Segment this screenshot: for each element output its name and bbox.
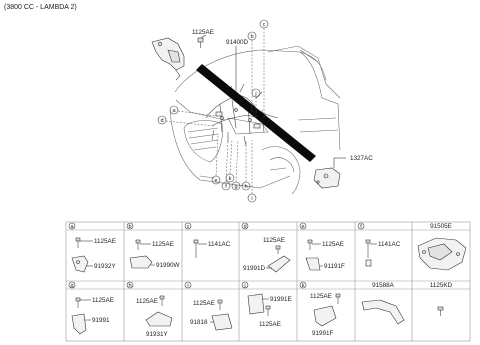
svg-text:1125KD: 1125KD xyxy=(430,282,453,289)
svg-text:j: j xyxy=(254,91,256,97)
table-cell-91588A: 91588A xyxy=(361,282,405,325)
svg-text:b: b xyxy=(128,224,131,230)
label-top-bolt: 1125AE xyxy=(192,29,214,36)
svg-text:91505E: 91505E xyxy=(430,223,452,230)
parts-table xyxy=(65,221,471,342)
table-cell-g: g 1125AE 91991 xyxy=(68,281,114,335)
callout-b: b xyxy=(247,31,257,112)
svg-text:i: i xyxy=(187,283,188,289)
svg-text:d: d xyxy=(243,224,246,230)
svg-text:91990W: 91990W xyxy=(156,262,180,269)
svg-text:1141AC: 1141AC xyxy=(208,241,231,248)
svg-text:i: i xyxy=(251,196,252,202)
bracket-part-top-left xyxy=(151,37,185,81)
callout-g: g xyxy=(231,139,241,191)
svg-text:91991E: 91991E xyxy=(270,296,292,303)
callout-h: h xyxy=(241,140,251,191)
table-cell-j: j 91991E 1125AE xyxy=(241,281,292,328)
svg-text:c: c xyxy=(187,224,190,230)
table-cell-91505E: 91505E xyxy=(417,223,467,271)
svg-text:91588A: 91588A xyxy=(372,282,395,289)
table-cell-c: c 1141AC xyxy=(184,222,231,258)
table-cell-a: a 1125AE 91932Y xyxy=(68,222,117,273)
svg-text:1141AC: 1141AC xyxy=(378,241,401,248)
svg-text:k: k xyxy=(229,176,232,182)
callout-c: c xyxy=(259,19,269,118)
svg-text:f: f xyxy=(225,184,227,190)
svg-text:e: e xyxy=(301,224,304,230)
callout-k: k xyxy=(225,139,235,183)
callout-e: e xyxy=(211,135,221,185)
svg-text:a: a xyxy=(172,108,176,114)
callout-d: d xyxy=(157,115,215,127)
svg-text:j: j xyxy=(243,283,245,289)
svg-text:91991F: 91991F xyxy=(312,330,334,337)
svg-text:1125AE: 1125AE xyxy=(152,241,174,248)
table-cell-e: e 1125AE 91191F xyxy=(299,222,345,271)
bracket-part-right xyxy=(313,157,346,189)
svg-text:g: g xyxy=(70,283,73,289)
svg-text:e: e xyxy=(214,178,217,184)
svg-text:1125AE: 1125AE xyxy=(94,238,116,245)
callout-j: j xyxy=(251,88,261,118)
svg-text:d: d xyxy=(160,118,163,124)
svg-text:1125AE: 1125AE xyxy=(263,237,285,244)
table-cell-f: f 1141AC xyxy=(357,222,401,267)
svg-text:c: c xyxy=(263,22,266,28)
svg-text:91991: 91991 xyxy=(92,317,110,324)
svg-text:1125AE: 1125AE xyxy=(310,293,332,300)
wiring-harness xyxy=(205,83,279,147)
svg-text:91932Y: 91932Y xyxy=(94,263,117,270)
svg-text:h: h xyxy=(244,184,247,190)
label-harness: 91400D xyxy=(226,39,249,46)
svg-text:91191F: 91191F xyxy=(324,263,345,270)
car-illustration xyxy=(169,45,341,195)
svg-text:h: h xyxy=(128,283,131,289)
svg-text:b: b xyxy=(250,34,253,40)
callout-i: i xyxy=(247,140,257,203)
svg-text:f: f xyxy=(360,224,362,230)
svg-text:a: a xyxy=(70,224,74,230)
svg-text:1125AE: 1125AE xyxy=(193,300,215,307)
table-cell-h: h 1125AE 91931Y xyxy=(126,281,173,338)
page-title: (3800 CC - LAMBDA 2) xyxy=(4,4,77,11)
svg-text:k: k xyxy=(302,283,305,289)
bolt-icon xyxy=(197,37,204,48)
label-right-part: 1327AC xyxy=(350,155,373,162)
callout-a: a xyxy=(169,105,217,117)
table-cell-i: i 1125AE 91818 xyxy=(184,281,233,331)
svg-text:91818: 91818 xyxy=(190,319,208,326)
svg-text:1125AE: 1125AE xyxy=(259,321,281,328)
svg-text:1125AE: 1125AE xyxy=(136,298,158,305)
svg-text:1125AE: 1125AE xyxy=(92,297,114,304)
svg-text:1125AE: 1125AE xyxy=(322,241,344,248)
svg-text:91991D: 91991D xyxy=(243,265,266,272)
table-cell-k: k 1125AE 91991F xyxy=(299,281,341,337)
callout-f: f xyxy=(221,139,231,191)
table-cell-1125KD: 1125KD xyxy=(430,282,453,316)
table-cell-b: b 1125AE 91990W xyxy=(126,222,180,269)
table-cell-d: d 1125AE 91991D xyxy=(241,222,291,273)
svg-text:g: g xyxy=(234,184,237,190)
svg-text:91931Y: 91931Y xyxy=(146,331,169,338)
